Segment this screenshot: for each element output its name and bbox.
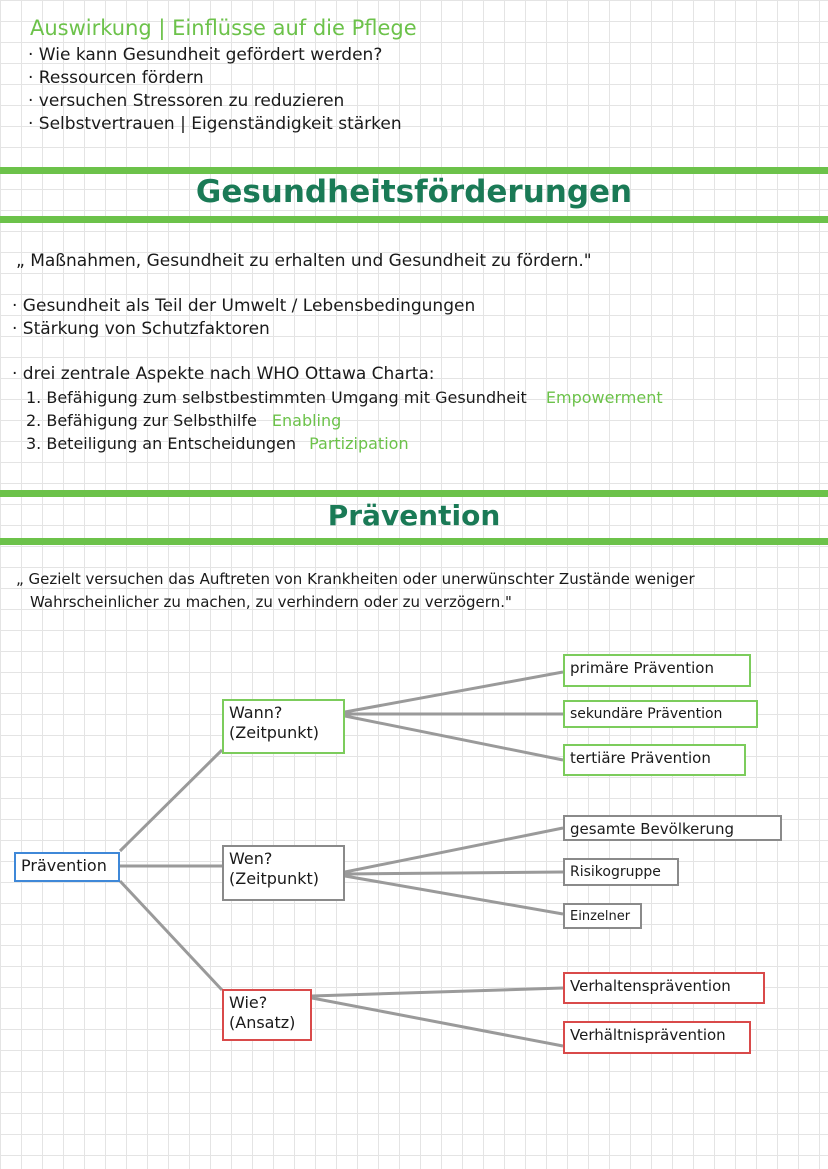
section-divider (0, 216, 828, 223)
intro-bullet: · Wie kann Gesundheit gefördert werden? (28, 45, 383, 65)
aspect-text: 3. Beteiligung an Entscheidungen (26, 434, 296, 453)
section-divider (0, 490, 828, 497)
leaf-verhaeltnispraevention: Verhältnisprävention (563, 1021, 751, 1054)
leaf-sekundaere-praevention: sekundäre Prävention (563, 700, 758, 728)
branch-wen: Wen? (Zeitpunkt) (222, 845, 345, 901)
aspect-item: 1. Befähigung zum selbstbestimmten Umgan… (26, 386, 663, 409)
aspect-keyword: Enabling (271, 411, 342, 430)
definition-quote: „ Maßnahmen, Gesundheit zu erhalten und … (16, 251, 592, 271)
leaf-primaere-praevention: primäre Prävention (563, 654, 751, 687)
branch-sublabel: (Zeitpunkt) (229, 869, 319, 888)
intro-bullet: · versuchen Stressoren zu reduzieren (28, 91, 345, 111)
aspect-keyword: Partizipation (309, 434, 409, 453)
definition-quote-cont: Wahrscheinlicher zu machen, zu verhinder… (30, 593, 512, 611)
who-intro: · drei zentrale Aspekte nach WHO Ottawa … (12, 364, 435, 384)
list-item: · Stärkung von Schutzfaktoren (12, 319, 270, 339)
branch-wann: Wann? (Zeitpunkt) (222, 699, 345, 754)
branch-wie: Wie? (Ansatz) (222, 989, 312, 1041)
intro-title: Auswirkung | Einflüsse auf die Pflege (30, 16, 417, 40)
branch-sublabel: (Ansatz) (229, 1013, 296, 1032)
aspect-item: 2. Befähigung zur Selbsthilfe Enabling (26, 409, 341, 432)
branch-sublabel: (Zeitpunkt) (229, 723, 319, 742)
diagram-root: Prävention (14, 852, 120, 882)
leaf-gesamte-bevoelkerung: gesamte Bevölkerung (563, 815, 782, 841)
aspect-item: 3. Beteiligung an Entscheidungen Partizi… (26, 432, 409, 455)
list-item: · Gesundheit als Teil der Umwelt / Leben… (12, 296, 476, 316)
aspect-keyword: Empowerment (545, 388, 663, 407)
aspect-text: 1. Befähigung zum selbstbestimmten Umgan… (26, 388, 527, 407)
section-divider (0, 167, 828, 174)
leaf-tertiaere-praevention: tertiäre Prävention (563, 744, 746, 776)
leaf-verhaltenspraevention: Verhaltensprävention (563, 972, 765, 1004)
leaf-risikogruppe: Risikogruppe (563, 858, 679, 886)
branch-label: Wen? (229, 849, 273, 868)
section-heading-gesundheitsfoerderung: Gesundheitsförderungen (195, 174, 633, 210)
intro-bullet: · Ressourcen fördern (28, 68, 204, 88)
leaf-einzelner: Einzelner (563, 903, 642, 929)
aspect-text: 2. Befähigung zur Selbsthilfe (26, 411, 257, 430)
branch-label: Wann? (229, 703, 283, 722)
branch-label: Wie? (229, 993, 268, 1012)
definition-quote: „ Gezielt versuchen das Auftreten von Kr… (16, 570, 695, 588)
section-heading-praevention: Prävention (327, 499, 501, 532)
intro-bullet: · Selbstvertrauen | Eigenständigkeit stä… (28, 114, 402, 134)
section-divider (0, 538, 828, 545)
